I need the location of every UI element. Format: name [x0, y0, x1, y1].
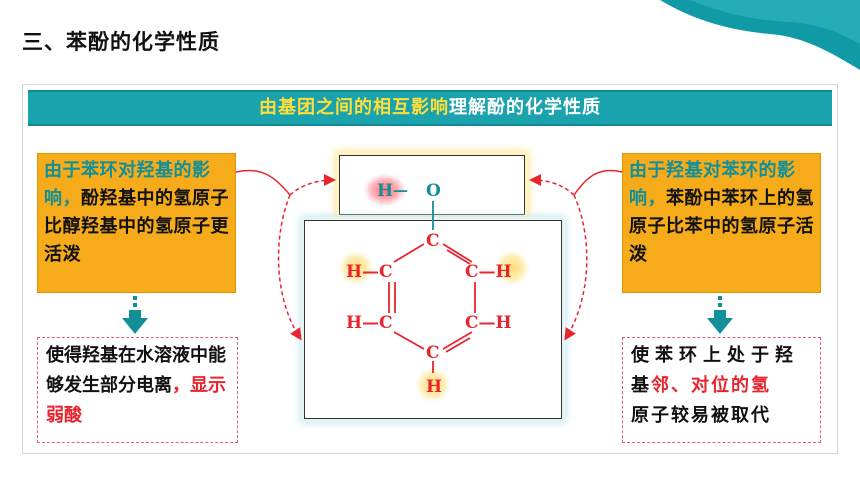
- right-result-line3: 原子较易被取代: [631, 405, 771, 426]
- group-ch-lower-right: C—H: [465, 313, 512, 333]
- left-note-teal-text: 由于苯环对羟基的影响: [44, 160, 211, 209]
- left-note-black-text: 酚羟基中的氢原子比醇羟基中的氢原子更活泼: [44, 188, 229, 265]
- right-note-black-text: 苯酚中苯环上的氢原子比苯中的氢原子活泼: [629, 188, 814, 265]
- hydroxyl-h: H: [377, 181, 393, 201]
- right-result-prefix: 基: [631, 375, 651, 396]
- group-hc-upper-left: H—C: [346, 262, 393, 282]
- ring-bonds: [388, 243, 476, 373]
- left-result: 使得羟基在水溶液中能够发生部分电离，显示弱酸: [37, 337, 238, 443]
- left-dashed-arrow-bottom: [277, 194, 302, 341]
- banner-rest: 理解酚的化学性质: [449, 97, 601, 118]
- right-result-line2: 基邻、对位的氢: [631, 371, 812, 401]
- left-note: 由于苯环对羟基的影响，酚羟基中的氢原子比醇羟基中的氢原子更活泼: [37, 153, 236, 293]
- hydroxyl-o: O: [426, 181, 441, 201]
- left-down-arrow-icon: [122, 296, 148, 334]
- hydrogen-bottom: H: [426, 377, 442, 397]
- right-dashed-arrow-top: [529, 174, 575, 196]
- right-dashed-arrow-bottom: [564, 194, 588, 341]
- decorative-wave: [660, 0, 860, 70]
- carbon-bottom: C: [426, 343, 440, 363]
- right-result-red-text: 邻、对位的氢: [651, 375, 771, 396]
- left-result-red-text: 显示弱酸: [46, 375, 226, 426]
- right-result-line1: 使苯环上处于羟: [631, 345, 799, 366]
- left-note-punct: ，: [62, 188, 81, 209]
- group-hc-lower-left: H—C: [346, 313, 393, 333]
- right-connector-line: [573, 169, 623, 196]
- right-note-punct: ，: [647, 188, 666, 209]
- right-down-arrow-icon: [707, 296, 733, 334]
- right-note: 由于羟基对苯环的影响，苯酚中苯环上的氢原子比苯中的氢原子活泼: [622, 153, 821, 293]
- hydroxyl-dash: —: [393, 181, 408, 199]
- right-result: 使苯环上处于羟 基邻、对位的氢 原子较易被取代: [622, 337, 821, 443]
- left-connector-line: [235, 169, 291, 196]
- left-dashed-arrow-top: [289, 174, 336, 196]
- left-result-punct: ，: [172, 375, 190, 396]
- right-note-teal-text: 由于羟基对苯环的影响: [629, 160, 796, 209]
- section-banner: 由基团之间的相互影响理解酚的化学性质: [28, 90, 832, 126]
- group-ch-upper-right: C—H: [465, 262, 512, 282]
- carbon-top: C: [426, 231, 440, 251]
- left-result-black-text: 使得羟基在水溶液中能够发生部分电离: [46, 345, 226, 396]
- banner-highlight: 由基团之间的相互影响: [259, 97, 449, 118]
- page-title: 三、苯酚的化学性质: [22, 30, 220, 54]
